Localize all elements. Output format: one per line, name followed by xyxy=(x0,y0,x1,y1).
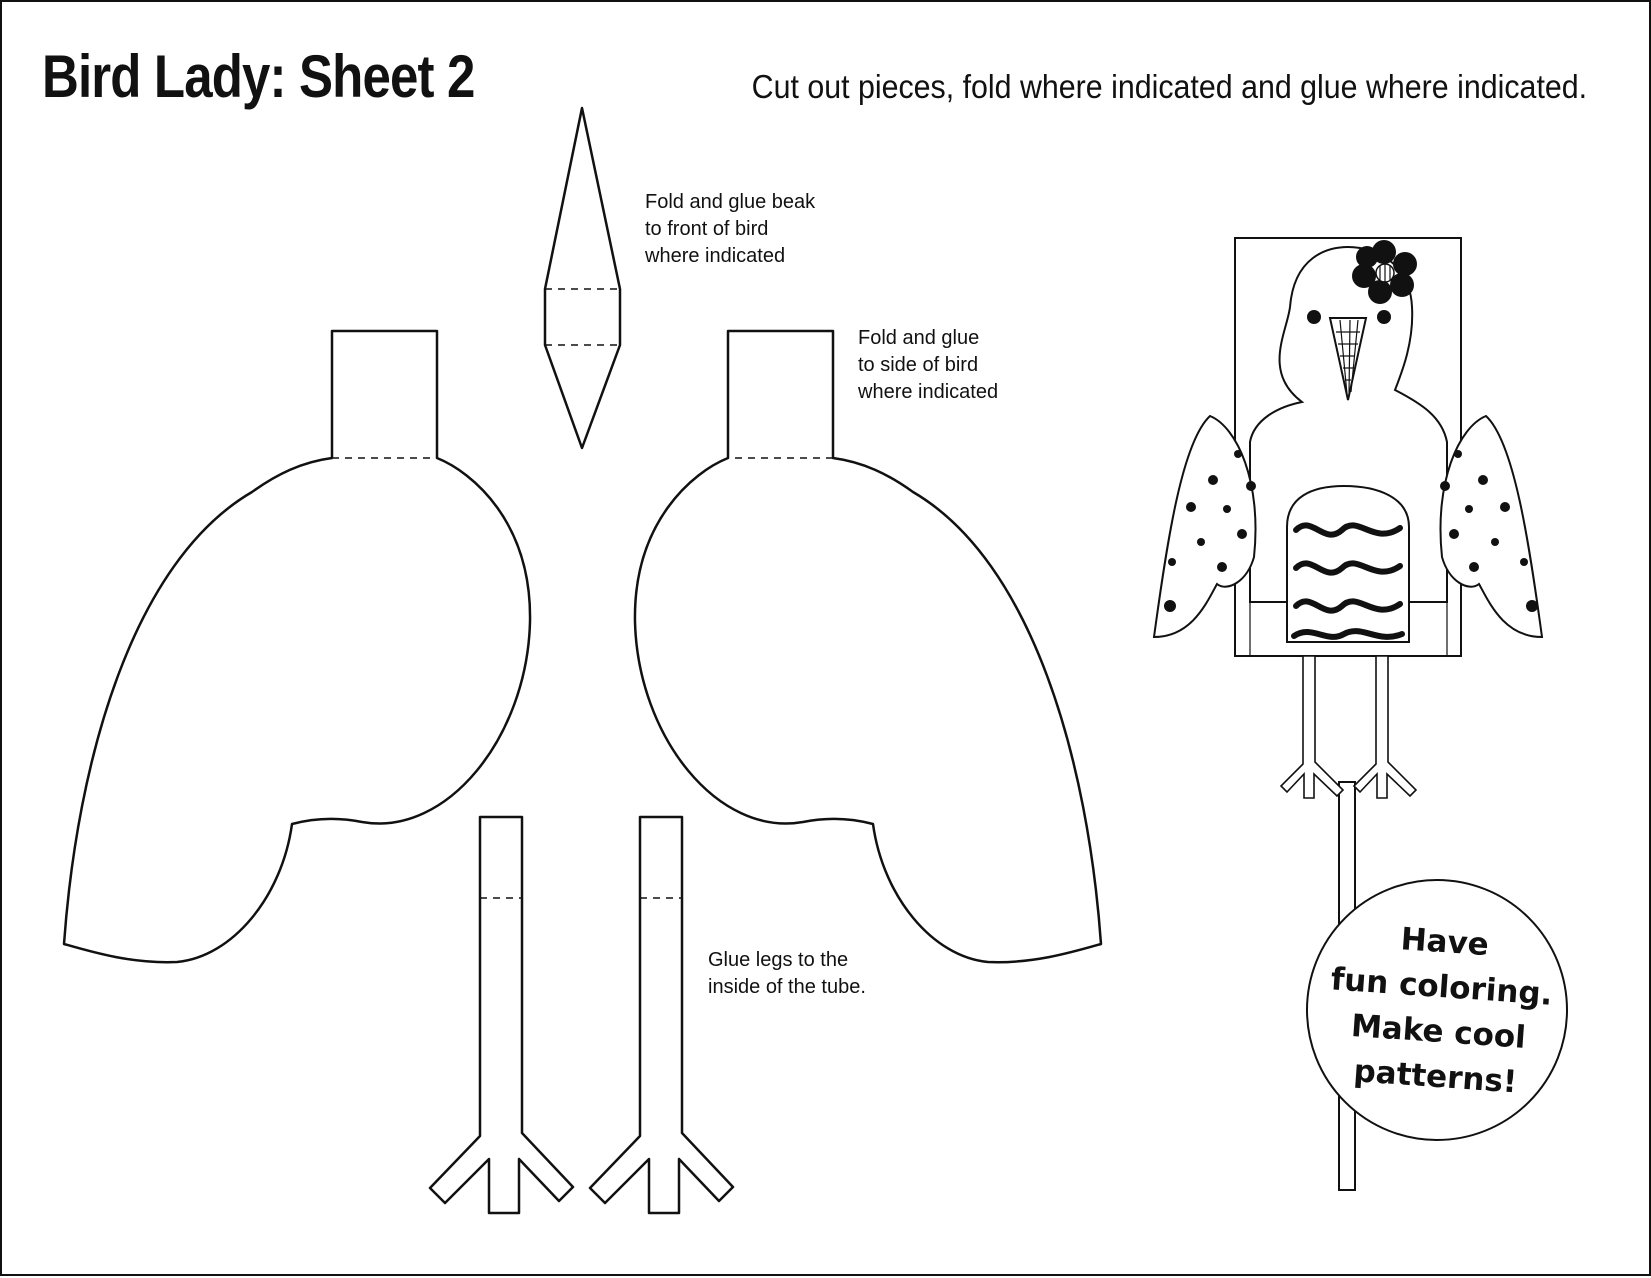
right-wing-cutout xyxy=(633,329,1103,964)
wing-instruction-note: Fold and glue to side of bird where indi… xyxy=(858,327,999,403)
tip-bubble-text: Have fun coloring. Make cool patterns! xyxy=(1329,921,1554,1101)
tip-bubble-circle xyxy=(1306,879,1568,1141)
right-leg-cutout xyxy=(588,815,735,1215)
legs-instruction-note: Glue legs to the inside of the tube. xyxy=(708,949,866,998)
beak-instruction-note: Fold and glue beak to front of bird wher… xyxy=(645,191,816,267)
flower-icon xyxy=(1352,240,1417,304)
page-title: Bird Lady: Sheet 2 xyxy=(42,43,475,110)
left-wing-cutout xyxy=(62,329,532,964)
instructions-text: Cut out pieces, fold where indicated and… xyxy=(751,68,1587,105)
beak-cutout xyxy=(543,106,622,450)
left-leg-cutout xyxy=(428,815,575,1215)
